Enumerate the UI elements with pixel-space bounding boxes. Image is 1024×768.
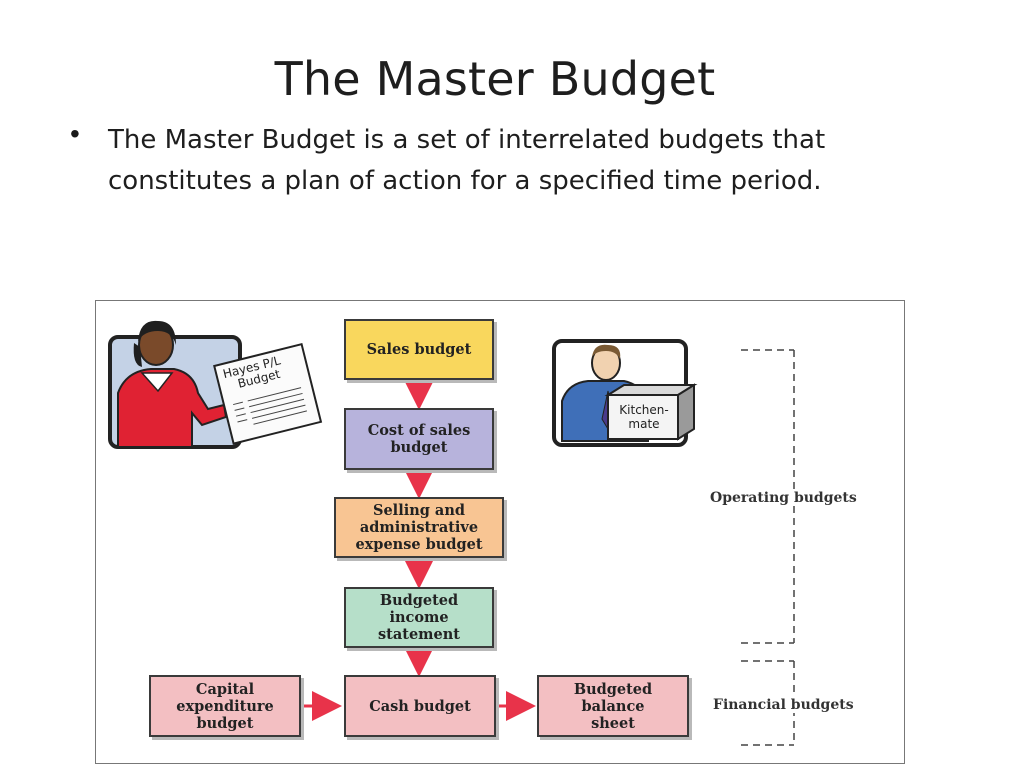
budgeted-income-statement-box: Budgeted income statement — [344, 587, 494, 648]
box-label: Kitchen- mate — [616, 403, 672, 431]
budgeted-balance-sheet-box: Budgeted balance sheet — [537, 675, 689, 737]
bullet-dot-icon: • — [70, 118, 80, 149]
box-label-line1: Kitchen- — [619, 403, 669, 417]
operating-budgets-label: Operating budgets — [708, 490, 859, 506]
sales-budget-box: Sales budget — [344, 319, 494, 380]
capital-expenditure-budget-box: Capital expenditure budget — [149, 675, 301, 737]
master-budget-diagram: Hayes P/L Budget Kitchen- mate Sales bud… — [95, 300, 905, 764]
cost-of-sales-budget-box: Cost of sales budget — [344, 408, 494, 470]
budget-document — [213, 342, 323, 445]
diagram-graphics — [108, 320, 795, 746]
slide-title: The Master Budget — [274, 52, 716, 106]
woman-with-budget-illustration — [108, 320, 323, 449]
box-label-line2: mate — [628, 417, 660, 431]
bullet-text: The Master Budget is a set of interrelat… — [108, 125, 826, 196]
kitchen-mate-box — [604, 383, 698, 441]
selling-admin-expense-budget-box: Selling and administrative expense budge… — [334, 497, 504, 558]
financial-budgets-label: Financial budgets — [711, 697, 856, 713]
cash-budget-box: Cash budget — [344, 675, 496, 737]
man-with-box-illustration — [552, 339, 698, 447]
